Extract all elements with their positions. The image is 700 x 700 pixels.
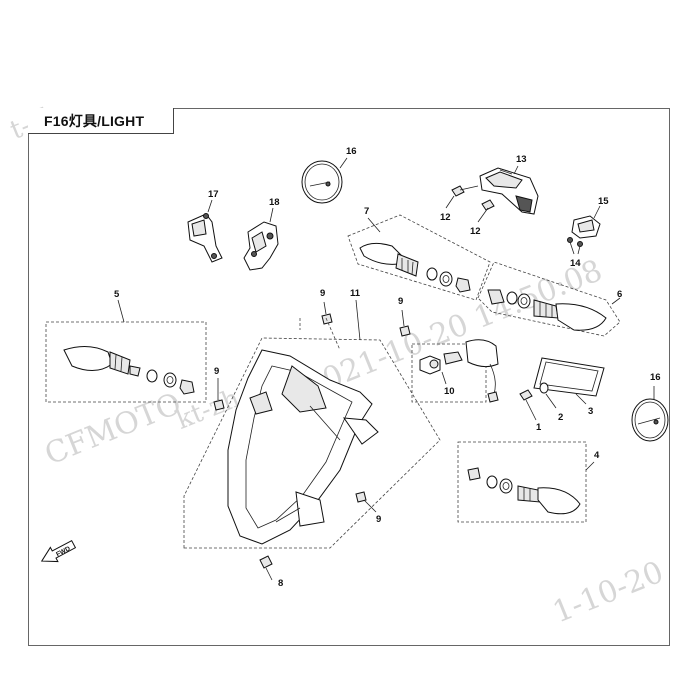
part-11-headlight-assembly <box>227 349 379 545</box>
group-11-leader-b <box>325 317 341 351</box>
group-4-outline <box>457 441 587 523</box>
callout-6: 6 <box>617 289 622 300</box>
part-16-reflector-top <box>301 157 348 204</box>
part-15-plate-light <box>567 205 601 255</box>
drawing-frame <box>28 108 670 646</box>
callout-18: 18 <box>269 197 280 208</box>
callout-11: 11 <box>350 288 361 299</box>
callout-7: 7 <box>364 206 369 217</box>
fwd-arrow-icon: FWD <box>40 539 77 563</box>
part-2-washer <box>539 382 557 409</box>
part-13-tail-light <box>479 165 539 215</box>
page-title: F16灯具/LIGHT <box>44 113 145 129</box>
part-18-bracket <box>243 207 279 271</box>
part-10-headlight-bulb <box>419 339 499 403</box>
callout-13: 13 <box>516 154 527 165</box>
callout-9-c: 9 <box>214 366 219 377</box>
group-11-outline <box>183 337 441 549</box>
callout-2: 2 <box>558 412 563 423</box>
callout-4: 4 <box>594 450 600 461</box>
part-6-turn-signal-rear-right <box>487 289 621 331</box>
part-4-turn-signal-front-right <box>467 461 595 515</box>
part-5-turn-signal-front-left <box>63 299 195 395</box>
part-16-reflector-right <box>631 386 669 442</box>
title-box <box>28 108 174 134</box>
callout-9-a: 9 <box>320 288 325 299</box>
group-10-outline <box>411 343 487 403</box>
callout-12-b: 12 <box>470 226 481 237</box>
callout-5: 5 <box>114 289 120 300</box>
group-11-leader <box>355 299 361 341</box>
part-17-bracket <box>187 199 223 263</box>
part-3-plate-reflector <box>533 357 605 405</box>
group-5-outline <box>45 321 207 403</box>
callout-1: 1 <box>536 422 542 433</box>
callout-16-top: 16 <box>346 146 357 157</box>
callout-10: 10 <box>444 386 455 397</box>
group-7-outline <box>347 214 491 301</box>
callout-9-b: 9 <box>398 296 403 307</box>
callout-17: 17 <box>208 189 219 200</box>
callout-14: 14 <box>570 258 581 269</box>
part-1-nut <box>519 389 537 421</box>
callout-3: 3 <box>588 406 593 417</box>
callout-9-d: 9 <box>376 514 381 525</box>
callout-16-right: 16 <box>650 372 661 383</box>
callout-15: 15 <box>598 196 609 207</box>
part-8-clip <box>259 555 273 581</box>
part-9-bolts <box>213 301 411 513</box>
callout-12-a: 12 <box>440 212 451 223</box>
part-12-screws <box>445 185 495 223</box>
part-7-turn-signal-rear-left <box>359 217 471 293</box>
callout-8: 8 <box>278 578 283 589</box>
